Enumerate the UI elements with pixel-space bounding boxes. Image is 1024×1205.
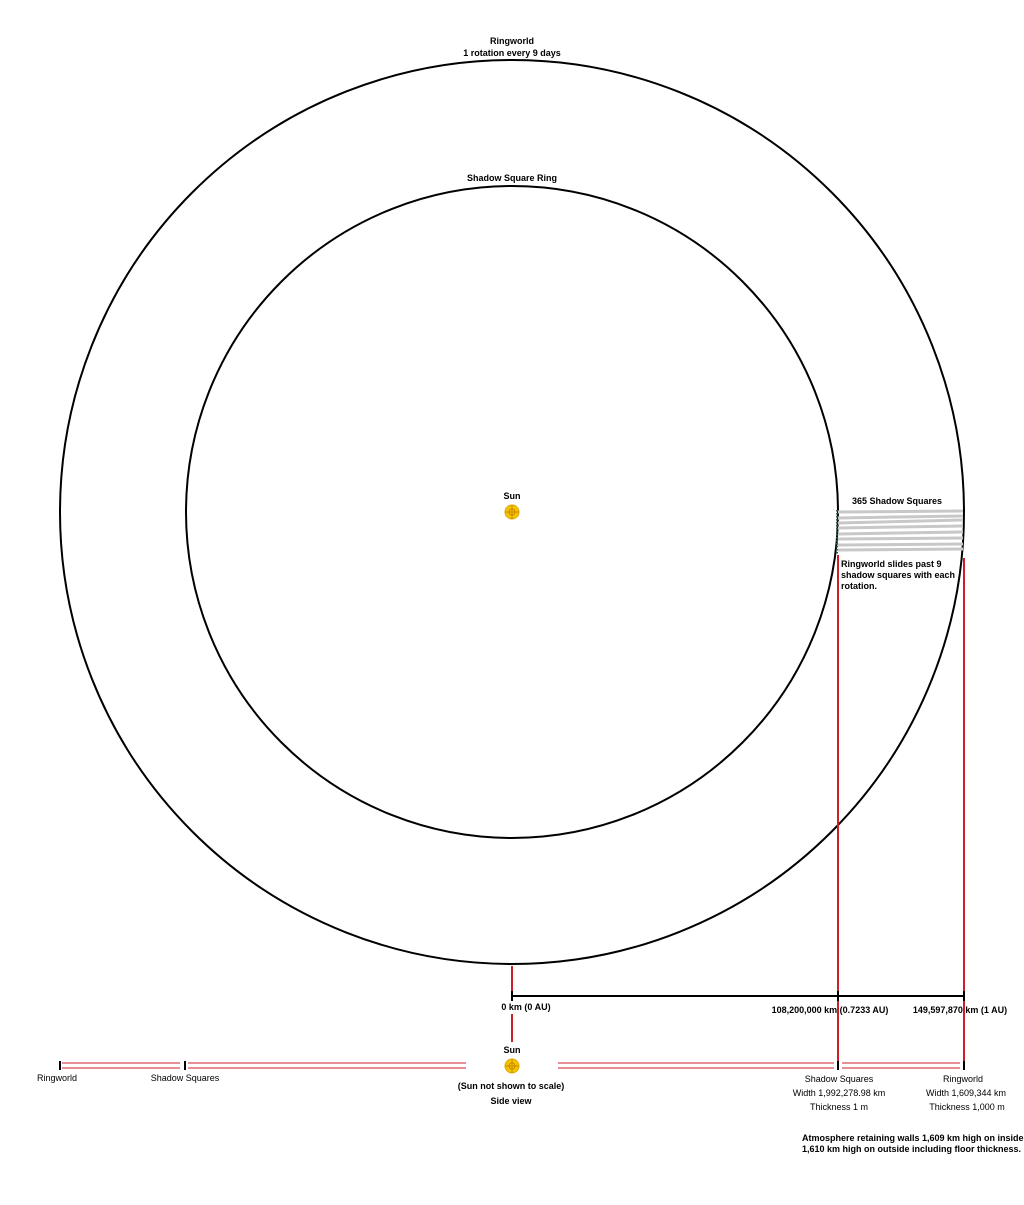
footnote: Atmosphere retaining walls 1,609 km high… xyxy=(802,1133,1024,1154)
sun-icon xyxy=(504,504,520,520)
shadow-squares-count: 365 Shadow Squares xyxy=(852,496,942,506)
shadow-square-strip xyxy=(837,518,964,525)
side-shadow-right-marker xyxy=(837,1061,839,1070)
shadow-square-edge-dot xyxy=(836,516,838,518)
top-view: Ringworld 1 rotation every 9 days Shadow… xyxy=(59,36,965,965)
slide-note-line-3: rotation. xyxy=(841,581,877,591)
shadow-square-edge-dot xyxy=(836,528,838,530)
shadow-square-edge-dot xyxy=(836,522,838,524)
side-sun-label: Sun xyxy=(504,1045,521,1055)
shadow-square-strip xyxy=(837,547,964,552)
side-shadow-left-marker xyxy=(184,1061,186,1070)
side-sun-icon xyxy=(504,1058,520,1074)
shadow-square-strip xyxy=(837,524,964,530)
scale-label-2: 149,597,870 km (1 AU) xyxy=(913,1005,1007,1015)
shadow-square-edge-dot xyxy=(836,513,838,515)
shadow-square-edge-dot xyxy=(836,543,838,545)
scale-label-1: 108,200,000 km (0.7233 AU) xyxy=(772,1005,889,1015)
side-ringworld-left-label: Ringworld xyxy=(37,1073,77,1083)
shadow-square-edge-dot xyxy=(836,531,838,533)
shadow-square-strip xyxy=(837,514,964,520)
side-shadow-right-block: Shadow Squares Width 1,992,278.98 km Thi… xyxy=(793,1074,886,1112)
scale-label-0: 0 km (0 AU) xyxy=(501,1002,550,1012)
side-view: Ringworld Shadow Squares Sun (Sun not sh… xyxy=(37,1045,1006,1112)
shadow-square-strip xyxy=(837,509,964,514)
shadow-square-strip xyxy=(837,536,964,541)
shadow-ring-title: Shadow Square Ring xyxy=(467,173,557,183)
shadow-square-edge-dot xyxy=(836,540,838,542)
side-ringworld-right-width: Width 1,609,344 km xyxy=(926,1088,1006,1098)
slide-note-line-1: Ringworld slides past 9 xyxy=(841,559,942,569)
side-ringworld-right-marker xyxy=(963,1061,965,1070)
shadow-square-strip xyxy=(837,542,964,547)
guide-lines xyxy=(511,555,965,1068)
side-shadow-right-title: Shadow Squares xyxy=(805,1074,874,1084)
side-lines-right xyxy=(558,1062,960,1069)
ringworld-title: Ringworld xyxy=(490,36,534,46)
shadow-square-strip xyxy=(837,530,964,536)
side-ringworld-right-block: Ringworld Width 1,609,344 km Thickness 1… xyxy=(926,1074,1006,1112)
side-lines-left xyxy=(62,1062,466,1069)
side-shadow-left-label: Shadow Squares xyxy=(151,1073,220,1083)
scale-bar: 0 km (0 AU) 108,200,000 km (0.7233 AU) 1… xyxy=(501,991,1007,1015)
sun-label: Sun xyxy=(504,491,521,501)
shadow-square-edge-dot xyxy=(836,537,838,539)
side-ringworld-right-title: Ringworld xyxy=(943,1074,983,1084)
ringworld-rotation: 1 rotation every 9 days xyxy=(463,48,561,58)
side-shadow-right-width: Width 1,992,278.98 km xyxy=(793,1088,886,1098)
side-shadow-right-thickness: Thickness 1 m xyxy=(810,1102,868,1112)
shadow-square-edge-dot xyxy=(836,546,838,548)
footnote-line-1: Atmosphere retaining walls 1,609 km high… xyxy=(802,1133,1024,1143)
shadow-square-edge-dot xyxy=(836,534,838,536)
shadow-square-edge-dot xyxy=(836,510,838,512)
side-ringworld-left-marker xyxy=(59,1061,61,1070)
slide-note: Ringworld slides past 9 shadow squares w… xyxy=(841,559,958,591)
shadow-square-edge-dot xyxy=(836,549,838,551)
shadow-square-edge-dot xyxy=(836,519,838,521)
side-view-label: Side view xyxy=(490,1096,532,1106)
side-ringworld-right-thickness: Thickness 1,000 m xyxy=(929,1102,1005,1112)
footnote-line-2: 1,610 km high on outside including floor… xyxy=(802,1144,1021,1154)
shadow-square-edge-dot xyxy=(836,552,838,554)
ringworld-circle xyxy=(59,59,965,965)
side-sun-note: (Sun not shown to scale) xyxy=(458,1081,565,1091)
shadow-square-edge-dot xyxy=(836,525,838,527)
slide-note-line-2: shadow squares with each xyxy=(841,570,955,580)
shadow-square-strips xyxy=(836,509,964,554)
